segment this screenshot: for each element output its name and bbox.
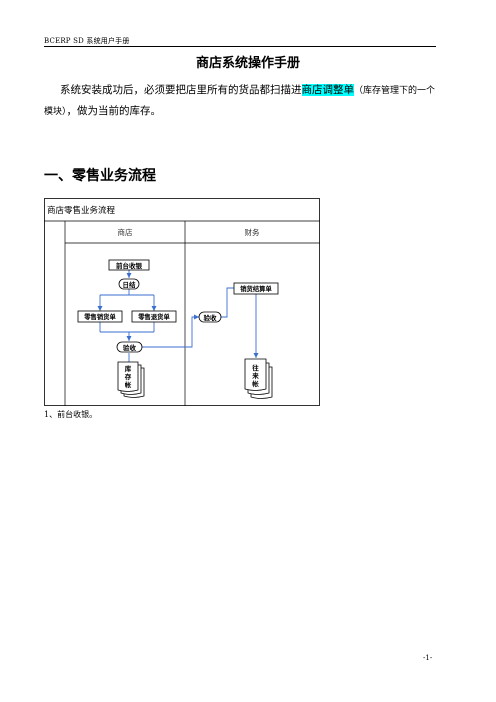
section-heading: 一、零售业务流程 <box>44 168 156 184</box>
highlighted-term: 商店调整单 <box>301 84 354 96</box>
intro-text-after: ，做为当前的库存。 <box>66 105 162 117</box>
inventory-ledger-char-1: 库 <box>125 364 132 373</box>
node-finance-acceptance <box>198 311 222 323</box>
intro-parenthetical: （库存管理下的一个模块） <box>44 86 436 117</box>
flow-arrowheads <box>97 273 259 358</box>
flow-table-title: 商店零售业务流程 <box>47 205 116 216</box>
node-retail-sales <box>77 310 123 323</box>
inventory-ledger-char-3: 帐 <box>125 380 132 389</box>
inventory-ledger-char-2: 存 <box>125 372 132 381</box>
node-receivable-ledger: 往 来 帐 <box>244 358 273 399</box>
node-store-acceptance <box>116 341 143 353</box>
node-daily-close <box>118 278 140 290</box>
receivable-ledger-char-2: 来 <box>251 371 259 380</box>
node-store-acceptance-label: 验收 <box>123 343 137 352</box>
document-title: 商店系统操作手册 <box>195 56 300 71</box>
node-retail-sales-label: 零售销货单 <box>83 312 116 321</box>
node-retail-returns <box>131 310 177 323</box>
node-front-cashier <box>108 259 150 271</box>
node-sales-settlement-label: 销货结算单 <box>240 284 272 293</box>
node-front-cashier-label: 前台收银 <box>116 261 143 270</box>
running-header: BCERP SD 系统用户手册 <box>44 37 130 45</box>
node-inventory-ledger: 库 存 帐 <box>117 361 145 398</box>
flowchart-table: 商店零售业务流程 商店 财务 前台收 <box>44 198 320 406</box>
table-border <box>44 198 320 406</box>
intro-text-before: 系统安装成功后，必须要把店里所有的货品都扫描进 <box>60 84 302 96</box>
flowchart-diagram: 商店零售业务流程 商店 财务 前台收 <box>44 198 320 406</box>
receivable-ledger-char-1: 往 <box>252 363 259 372</box>
lane-header-store: 商店 <box>118 227 133 237</box>
node-daily-close-label: 日结 <box>123 280 137 289</box>
step-caption: 1、前台收银。 <box>44 410 98 419</box>
node-finance-acceptance-label: 验收 <box>204 313 218 322</box>
intro-paragraph: 系统安装成功后，必须要把店里所有的货品都扫描进商店调整单（库存管理下的一个模块）… <box>44 80 438 122</box>
node-sales-settlement <box>233 282 279 295</box>
header-rule <box>44 46 436 47</box>
node-retail-returns-label: 零售退货单 <box>137 312 170 321</box>
page-number: -1- <box>423 654 433 662</box>
lane-header-finance: 财务 <box>245 227 260 237</box>
receivable-ledger-char-3: 帐 <box>252 379 259 388</box>
